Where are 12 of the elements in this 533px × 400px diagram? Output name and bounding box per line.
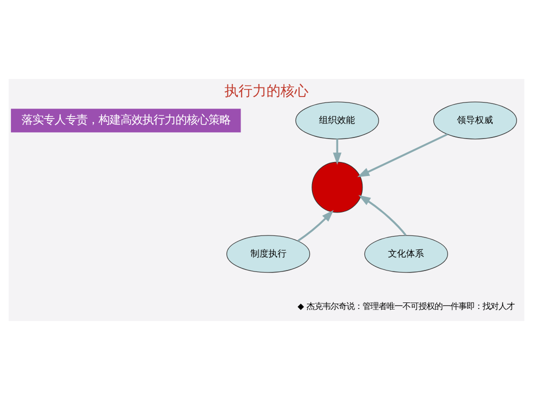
node-ellipse: 领导权威 bbox=[433, 102, 517, 140]
caption: 落实专人专责，构建高效执行力的核心策略 bbox=[21, 112, 230, 126]
node-ellipse: 制度执行 bbox=[226, 235, 310, 273]
arrow bbox=[357, 133, 448, 178]
label: ◆ 杰克韦尔奇说：管理者唯一不可授权的一件事即：找对人才 bbox=[298, 301, 515, 312]
diagram-title: 执行力的核心 bbox=[224, 83, 308, 100]
node-ellipse: 文化体系 bbox=[364, 235, 448, 273]
arrow bbox=[298, 210, 334, 242]
arrow bbox=[358, 195, 406, 236]
arrow bbox=[332, 139, 342, 165]
node-ellipse: 组织效能 bbox=[295, 102, 380, 140]
node-circle bbox=[312, 162, 363, 213]
